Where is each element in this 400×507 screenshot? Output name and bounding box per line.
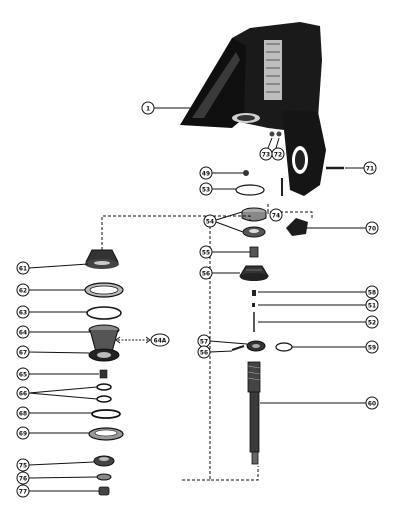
small-bearing-73 (269, 131, 275, 137)
callout-64-label: 64 (19, 329, 27, 337)
pinion-gear-56 (239, 265, 269, 281)
callout-58-label: 58 (368, 289, 376, 297)
gear-housing (180, 22, 326, 196)
callout-1: 1 (141, 101, 155, 115)
ball-49 (243, 170, 249, 176)
callout-66-label: 66 (19, 390, 27, 398)
anode-70 (286, 218, 308, 236)
spring-58 (252, 290, 256, 296)
bearing-55 (249, 246, 259, 258)
washers-66 (96, 383, 112, 403)
callout-75: 75 (16, 458, 30, 472)
callout-56-lower-label: 56 (200, 349, 208, 357)
callout-68-label: 68 (19, 410, 27, 418)
callout-68: 68 (16, 406, 30, 420)
callout-70-label: 70 (368, 225, 376, 233)
oring-53 (235, 184, 265, 196)
callout-72: 72 (271, 147, 285, 161)
callout-69-label: 69 (19, 430, 27, 438)
callout-56-upper: 56 (199, 266, 213, 280)
callout-53-label: 53 (202, 186, 210, 194)
callout-62-label: 62 (19, 287, 27, 295)
callout-49-label: 49 (202, 170, 210, 178)
callout-62: 62 (16, 283, 30, 297)
small-bearing-72 (276, 131, 282, 137)
callout-64A-label: 64A (154, 337, 167, 345)
gear-57 (246, 340, 266, 352)
callout-76-label: 76 (19, 475, 27, 483)
bevel-gear-61 (85, 249, 119, 269)
ring-62 (84, 282, 124, 298)
callout-67-label: 67 (19, 349, 27, 357)
callout-51-label: 51 (368, 302, 376, 310)
callout-56-upper-label: 56 (202, 270, 210, 278)
nut-77 (98, 486, 110, 496)
callout-57-label: 57 (200, 338, 208, 346)
callout-75-label: 75 (19, 462, 27, 470)
callout-55-label: 55 (202, 249, 210, 257)
callout-63-label: 63 (19, 309, 27, 317)
callout-67: 67 (16, 345, 30, 359)
ring-69 (88, 427, 124, 441)
pin-51 (252, 303, 255, 307)
callout-49: 49 (199, 166, 213, 180)
callout-69: 69 (16, 426, 30, 440)
callout-74-label: 74 (272, 212, 280, 220)
nut-assembly-75 (93, 455, 115, 467)
drive-shaft-60 (247, 361, 261, 465)
callout-64A: 64A (150, 333, 170, 347)
callout-58: 58 (365, 285, 379, 299)
callout-70: 70 (365, 221, 379, 235)
callout-53: 53 (199, 182, 213, 196)
callout-60-label: 60 (368, 400, 376, 408)
bushing-65 (99, 369, 108, 379)
callout-52: 52 (365, 315, 379, 329)
callout-73: 73 (259, 147, 273, 161)
callout-51: 51 (365, 298, 379, 312)
callout-71-label: 71 (366, 165, 374, 173)
oring-63 (86, 306, 122, 320)
callout-65: 65 (16, 367, 30, 381)
ring-68 (91, 409, 121, 419)
oring-59 (275, 342, 293, 352)
callout-1-label: 1 (146, 105, 150, 113)
callout-57: 57 (197, 334, 211, 348)
callout-56-lower: 56 (197, 345, 211, 359)
callout-61-label: 61 (19, 265, 27, 273)
callout-60: 60 (365, 396, 379, 410)
callout-66: 66 (16, 386, 30, 400)
callout-71: 71 (363, 161, 377, 175)
bearing-54 (241, 207, 267, 238)
callout-55: 55 (199, 245, 213, 259)
washer-76 (96, 473, 112, 481)
callout-59: 59 (365, 340, 379, 354)
callout-54-label: 54 (206, 218, 214, 226)
callout-76: 76 (16, 471, 30, 485)
callout-64: 64 (16, 325, 30, 339)
callout-63: 63 (16, 305, 30, 319)
callout-77-label: 77 (19, 488, 27, 496)
callout-73-label: 73 (262, 151, 270, 159)
callout-72-label: 72 (274, 151, 282, 159)
callout-77: 77 (16, 484, 30, 498)
clutch-pin-56 (231, 345, 245, 351)
callout-59-label: 59 (368, 344, 376, 352)
callout-52-label: 52 (368, 319, 376, 327)
callout-61: 61 (16, 261, 30, 275)
bearing-carrier-64 (88, 324, 120, 362)
callout-74: 74 (269, 208, 283, 222)
callout-54: 54 (203, 214, 217, 228)
callout-65-label: 65 (19, 371, 27, 379)
